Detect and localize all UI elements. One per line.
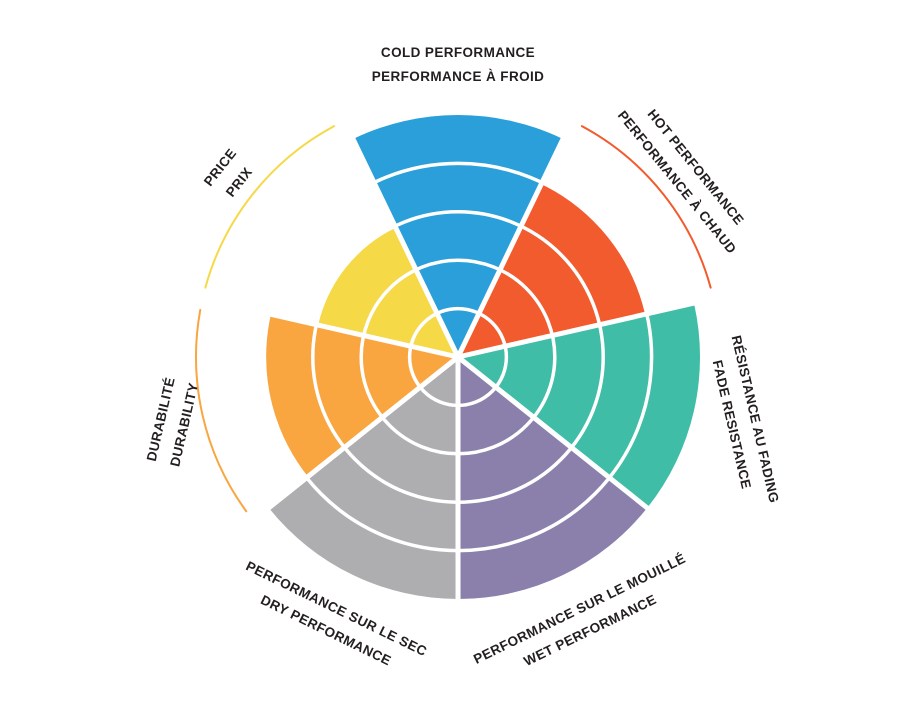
sector-dry-performance bbox=[268, 357, 459, 599]
sector-divider bbox=[264, 355, 460, 512]
sector-wet-performance bbox=[457, 357, 648, 599]
max-scale-arc-hot-performance bbox=[580, 125, 712, 289]
sector-divider bbox=[455, 135, 567, 359]
max-scale-arc-durability bbox=[195, 308, 248, 513]
max-scale-arc-price bbox=[204, 125, 336, 289]
sector-fade-resistance bbox=[458, 303, 701, 508]
sector-divider bbox=[457, 300, 698, 360]
sector-divider bbox=[456, 355, 652, 512]
sector-divider bbox=[218, 300, 459, 360]
sector-cold-performance bbox=[353, 115, 563, 357]
sector-divider bbox=[349, 135, 461, 359]
